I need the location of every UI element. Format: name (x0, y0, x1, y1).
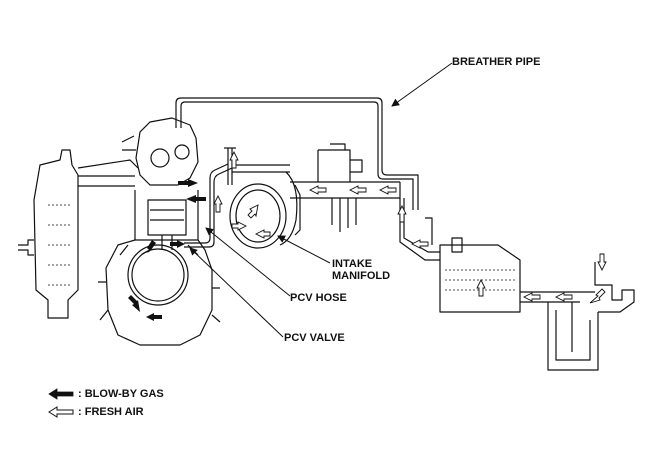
blow-by-legend-arrow-icon (48, 388, 74, 400)
blow-by-arrow (128, 295, 140, 312)
fresh-air-arrow (213, 194, 223, 213)
legend-fresh-air: : FRESH AIR (48, 405, 144, 419)
fresh-air-arrow (231, 221, 248, 231)
intake-manifold-leader (277, 235, 331, 264)
fresh-air-arrows (213, 150, 607, 304)
fresh-air-arrow (522, 292, 541, 302)
fresh-air-arrow (589, 288, 606, 304)
fresh-air-arrow (247, 204, 259, 219)
breather-pipe-label: BREATHER PIPE (452, 56, 541, 68)
blow-by-arrow (186, 195, 206, 203)
fresh-air-arrow (308, 185, 327, 195)
intake-manifold-label-line1: INTAKE (332, 258, 373, 270)
resonator (18, 149, 139, 319)
blow-by-arrow (146, 313, 162, 321)
legend-blow-by: : BLOW-BY GAS (48, 387, 164, 401)
breather-pipe-leader (391, 62, 453, 107)
blow-by-arrows (128, 179, 206, 321)
pcv-hose-label: PCV HOSE (290, 292, 347, 304)
engine (98, 117, 221, 346)
intake-manifold-label-line2: MANIFOLD (332, 270, 391, 282)
fresh-air-arrow (397, 204, 407, 223)
air-cleaner (425, 217, 521, 313)
fresh-air-arrow (348, 185, 367, 195)
fresh-air-arrow (378, 185, 397, 195)
fresh-air-arrow (597, 253, 607, 272)
blow-by-arrow (170, 240, 185, 248)
air-inlet (520, 262, 635, 371)
fresh-air-legend-arrow-icon (48, 406, 74, 418)
pcv-hose-path (184, 147, 236, 248)
fresh-air-arrow (254, 229, 271, 239)
pcv-hose-leader (205, 227, 291, 297)
pcv-valve-leader (189, 247, 284, 338)
fresh-air-arrow (410, 239, 429, 249)
pcv-valve-label: PCV VALVE (284, 332, 345, 344)
breather-pipe (175, 97, 419, 210)
fresh-air-arrow (229, 150, 239, 169)
fresh-air-arrow (476, 278, 486, 297)
blow-by-arrow (141, 240, 156, 254)
legend-blow-by-label: : BLOW-BY GAS (78, 388, 164, 400)
legend-fresh-air-label: : FRESH AIR (78, 406, 144, 418)
blow-by-arrow (178, 179, 198, 187)
fresh-air-arrow (554, 292, 573, 302)
